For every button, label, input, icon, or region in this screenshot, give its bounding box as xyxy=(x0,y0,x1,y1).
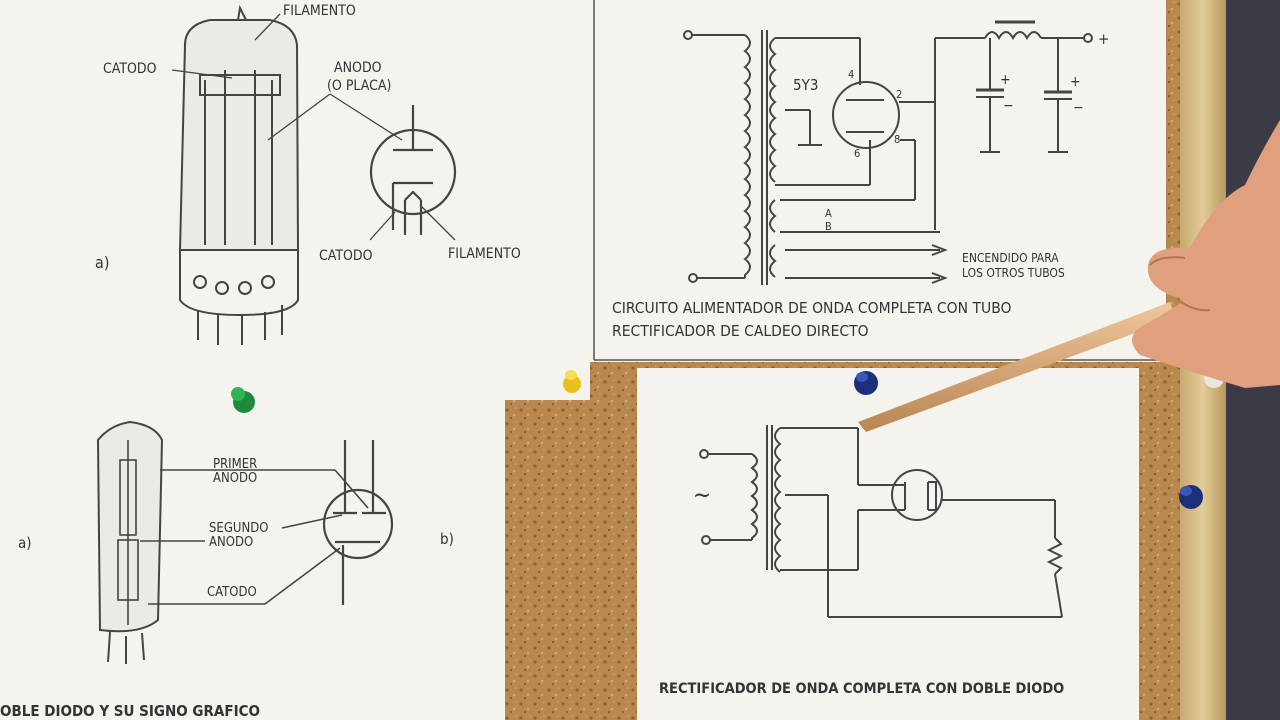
cap2-minus: − xyxy=(1073,100,1084,116)
tube-label-5y3: 5Y3 xyxy=(793,76,818,94)
label-catodo-symbol: CATODO xyxy=(319,248,373,264)
label-item-a-top: a) xyxy=(95,253,109,272)
caption-top-right-line1: CIRCUITO ALIMENTADOR DE ONDA COMPLETA CO… xyxy=(612,299,1012,317)
label-filamento-symbol: FILAMENTO xyxy=(448,246,521,262)
power-supply-schematic xyxy=(683,20,1093,285)
heater-label-line2: LOS OTROS TUBOS xyxy=(962,266,1065,280)
caption-top-right-line2: RECTIFICADOR DE CALDEO DIRECTO xyxy=(612,322,869,340)
sheet-top-right: 5Y3 4 2 6 8 A B + + − + − ENCENDIDO PARA… xyxy=(588,0,1166,362)
cap1-plus: + xyxy=(1000,72,1011,88)
output-plus: + xyxy=(1098,30,1109,48)
caption-bottom-left: OBLE DIODO Y SU SIGNO GRAFICO xyxy=(0,702,260,720)
pin-label-6: 6 xyxy=(854,147,860,160)
push-pin-blue-center xyxy=(854,371,878,395)
double-diode-tube-illustration xyxy=(96,420,164,664)
cap1-minus: − xyxy=(1003,98,1014,114)
diode-symbol-top xyxy=(369,105,457,235)
label-catodo-bottom: CATODO xyxy=(207,585,257,600)
label-item-a-bottom: a) xyxy=(18,534,32,552)
pin-label-8: 8 xyxy=(894,133,900,146)
label-o-placa: (O PLACA) xyxy=(327,78,391,94)
push-pin-blue-right xyxy=(1179,485,1203,509)
caption-bottom-right: RECTIFICADOR DE ONDA COMPLETA CON DOBLE … xyxy=(659,681,1064,697)
label-segundo-line2: ANODO xyxy=(209,535,253,550)
sheet-bottom-right: ~ RECTIFICADOR DE ONDA COMPLETA CON DOBL… xyxy=(637,368,1139,720)
presenter-hand xyxy=(1132,120,1280,388)
full-wave-rectifier-schematic xyxy=(699,425,1064,618)
cap2-plus: + xyxy=(1070,74,1081,90)
pin-label-4: 4 xyxy=(848,68,854,81)
tube-illustration xyxy=(178,4,300,345)
label-item-b-bottom: b) xyxy=(440,530,454,548)
label-catodo-left: CATODO xyxy=(103,61,157,77)
cork-panel-center xyxy=(510,400,636,720)
label-primer-line2: ANODO xyxy=(213,471,257,486)
ac-source-symbol: ~ xyxy=(693,481,711,509)
label-filamento-top: FILAMENTO xyxy=(283,3,356,19)
sheet-top-left: FILAMENTO CATODO ANODO (O PLACA) CATODO … xyxy=(0,0,590,400)
push-pin-green xyxy=(231,387,255,413)
tap-label-a: A xyxy=(825,207,832,220)
pointer-stick xyxy=(858,302,1176,432)
label-primer-line1: PRIMER xyxy=(213,457,257,472)
label-anodo: ANODO xyxy=(334,60,382,76)
sheet-bottom-left: PRIMER ANODO SEGUNDO ANODO CATODO a) b) … xyxy=(0,400,505,720)
heater-label-line1: ENCENDIDO PARA xyxy=(962,251,1059,265)
tap-label-b: B xyxy=(825,220,832,233)
pin-label-2: 2 xyxy=(896,88,902,101)
label-segundo-line1: SEGUNDO xyxy=(209,521,268,536)
double-diode-symbol xyxy=(322,440,394,605)
push-pin-yellow xyxy=(563,370,581,393)
